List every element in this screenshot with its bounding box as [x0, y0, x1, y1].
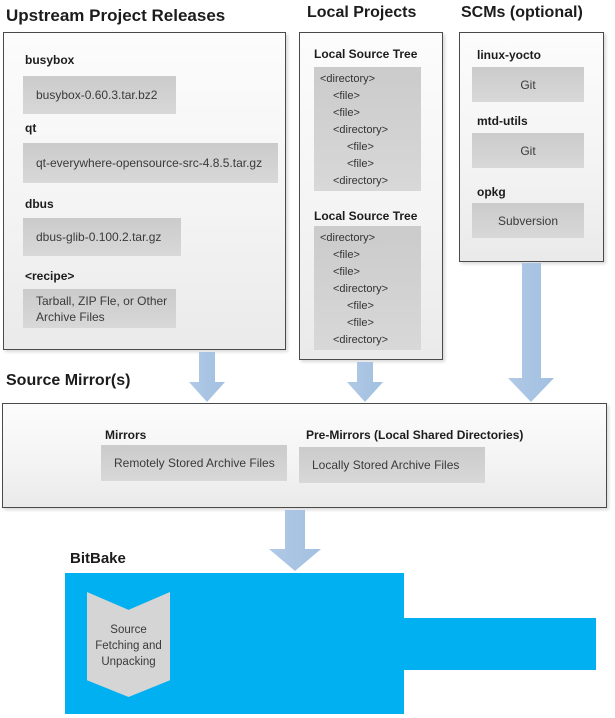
scm-entry-label: opkg — [477, 185, 506, 199]
upstream-releases-panel: busybox busybox-0.60.3.tar.bz2 qt qt-eve… — [3, 32, 286, 350]
tree-node: <directory> — [333, 283, 389, 295]
local-projects-title: Local Projects — [307, 4, 417, 21]
local-source-tree-label: Local Source Tree — [314, 47, 418, 61]
tree-node: <directory> — [320, 232, 376, 244]
scm-entry-label: mtd-utils — [477, 114, 528, 128]
tree-node: <file> — [333, 249, 360, 261]
scm-entry-tool: Git — [472, 67, 584, 102]
scm-entry-tool: Git — [472, 133, 584, 168]
premirrors-box: Locally Stored Archive Files — [299, 447, 485, 483]
arrow-scms-to-mirrors-icon — [508, 263, 554, 402]
tree-node: <directory> — [333, 124, 389, 136]
arrow-mirrors-to-bitbake-icon — [269, 510, 321, 571]
tree-node: <file> — [347, 158, 374, 170]
upstream-entry-file: busybox-0.60.3.tar.bz2 — [23, 76, 176, 114]
tree-node: <directory> — [333, 175, 389, 187]
local-source-tree-label: Local Source Tree — [314, 209, 418, 223]
arrow-local-to-mirrors-icon — [347, 362, 383, 402]
premirrors-label: Pre-Mirrors (Local Shared Directories) — [306, 428, 524, 442]
upstream-entry-file: dbus-glib-0.100.2.tar.gz — [23, 218, 181, 256]
bitbake-output-pipe — [404, 618, 596, 670]
scms-title: SCMs (optional) — [461, 4, 583, 21]
tree-node: <file> — [333, 107, 360, 119]
source-fetching-label: Source Fetching and Unpacking — [95, 623, 162, 668]
local-source-tree: <directory> <file> <file> <directory> <f… — [314, 226, 421, 350]
tree-node: <directory> — [333, 334, 389, 346]
mirrors-label: Mirrors — [105, 428, 147, 442]
mirrors-box: Remotely Stored Archive Files — [101, 445, 287, 481]
tree-node: <file> — [347, 141, 374, 153]
scm-entry-tool: Subversion — [472, 203, 584, 238]
scms-panel: linux-yocto Git mtd-utils Git opkg Subve… — [459, 32, 604, 262]
upstream-entry-file: qt-everywhere-opensource-src-4.8.5.tar.g… — [23, 143, 278, 183]
scm-entry-label: linux-yocto — [477, 48, 542, 62]
source-mirrors-title: Source Mirror(s) — [6, 372, 131, 389]
tree-node: <file> — [347, 317, 374, 329]
tree-node: <file> — [347, 300, 374, 312]
bitbake-title: BitBake — [70, 550, 126, 567]
tree-node: <file> — [333, 90, 360, 102]
upstream-entry-label: dbus — [25, 197, 54, 211]
tree-node: <directory> — [320, 73, 376, 85]
local-source-tree: <directory> <file> <file> <directory> <f… — [314, 67, 421, 191]
upstream-entry-file: Tarball, ZIP Fle, or Other Archive Files — [23, 289, 176, 328]
local-projects-panel: Local Source Tree <directory> <file> <fi… — [299, 32, 443, 360]
upstream-entry-label: <recipe> — [25, 269, 75, 283]
upstream-entry-label: qt — [25, 121, 37, 135]
arrow-upstream-to-mirrors-icon — [189, 352, 225, 402]
upstream-entry-label: busybox — [25, 53, 75, 67]
tree-node: <file> — [333, 266, 360, 278]
upstream-releases-title: Upstream Project Releases — [6, 6, 226, 25]
source-mirrors-panel: Mirrors Remotely Stored Archive Files Pr… — [2, 403, 607, 508]
